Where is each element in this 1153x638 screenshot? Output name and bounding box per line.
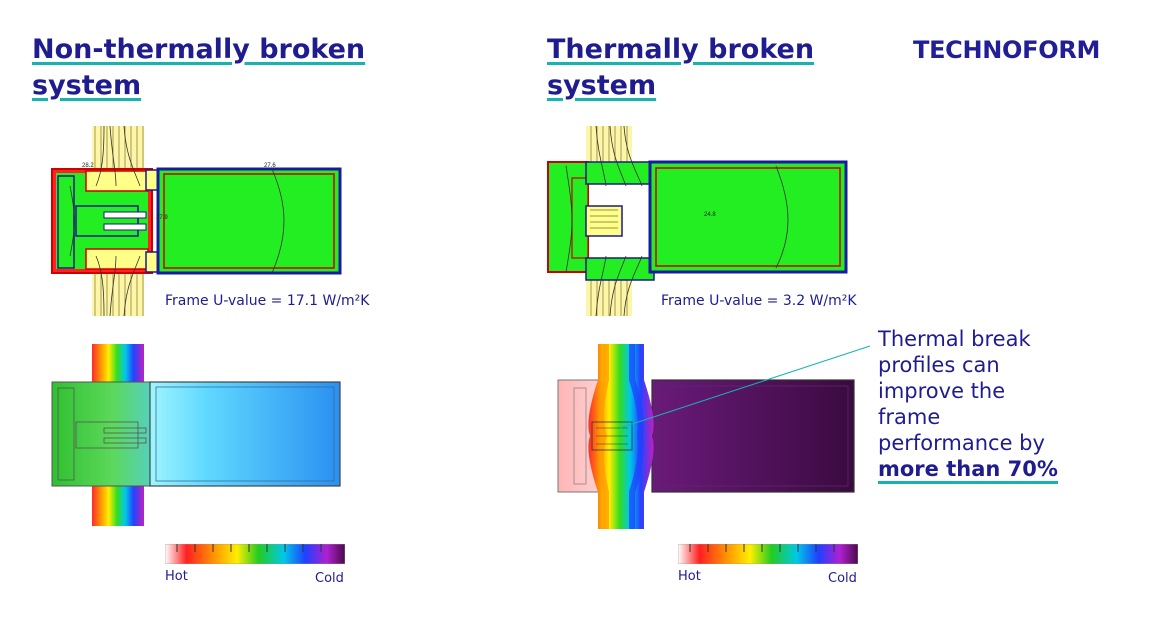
left-contour-label-2: 27.6 — [264, 163, 276, 169]
right-thermal-map — [557, 344, 855, 529]
left-wall-top — [92, 126, 144, 171]
left-wall-bottom — [92, 271, 144, 316]
note-line-2: profiles can — [878, 353, 1000, 377]
right-isotherm-diagram: 24.8 — [547, 126, 848, 316]
left-scale-hot-label: Hot — [165, 569, 188, 584]
left-scale-cold-label: Cold — [315, 571, 344, 586]
left-map-wall-top — [92, 344, 144, 384]
title-non-thermally-broken: Non-thermally broken system — [32, 32, 365, 104]
note-line-5: performance by — [878, 431, 1045, 455]
title-right-line1: Thermally broken — [547, 34, 815, 65]
right-contour-label-1: 24.8 — [704, 212, 716, 218]
note-line-3: improve the — [878, 379, 1006, 403]
thermal-break-note: Thermal break profiles can improve the f… — [878, 326, 1078, 484]
title-left-line2: system — [32, 70, 142, 101]
title-left-line1: Non-thermally broken — [32, 34, 366, 65]
left-frame-inner — [75, 205, 139, 237]
title-right-line2: system — [547, 70, 657, 101]
note-line-1: Thermal break — [878, 327, 1031, 351]
left-contour-label-1: 28.2 — [82, 163, 94, 169]
left-map-wall-bottom — [92, 486, 144, 526]
left-map-frame — [51, 381, 153, 487]
title-thermally-broken: Thermally broken system — [547, 32, 814, 104]
left-temperature-scale — [165, 544, 345, 564]
technoform-logo: TECHNOFORM — [913, 36, 1101, 64]
right-frame-u-value: Frame U-value = 3.2 W/m²K — [661, 293, 857, 309]
right-thermal-break — [585, 205, 623, 237]
left-contour-label-3: 27.9 — [156, 215, 168, 221]
right-temperature-scale — [678, 544, 858, 564]
right-scale-hot-label: Hot — [678, 569, 701, 584]
note-emphasis: more than 70% — [878, 457, 1058, 484]
left-thermal-map — [51, 344, 341, 526]
left-isotherm-diagram: 28.2 27.6 27.9 — [51, 126, 342, 316]
left-map-glass — [149, 381, 341, 487]
left-frame-u-value: Frame U-value = 17.1 W/m²K — [165, 293, 370, 309]
note-line-4: frame — [878, 405, 941, 429]
right-map-glass — [651, 379, 855, 493]
right-scale-cold-label: Cold — [828, 571, 857, 586]
